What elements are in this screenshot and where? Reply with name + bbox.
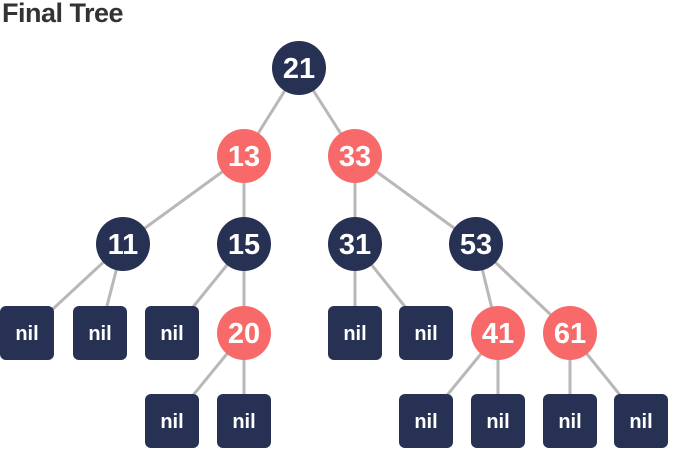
nil-box bbox=[543, 394, 597, 448]
node-label: 11 bbox=[108, 229, 139, 261]
black-node-circle bbox=[328, 217, 382, 271]
nil-leaf: nil bbox=[543, 394, 597, 448]
node-label: 13 bbox=[228, 141, 260, 173]
black-node-circle bbox=[96, 217, 150, 271]
node-label: nil bbox=[160, 411, 183, 433]
node-label: nil bbox=[88, 323, 111, 345]
node-label: nil bbox=[160, 323, 183, 345]
node-label: 21 bbox=[283, 53, 315, 85]
node-label: nil bbox=[629, 411, 652, 433]
nil-leaf: nil bbox=[614, 394, 668, 448]
node-label: 33 bbox=[339, 141, 371, 173]
node-label: nil bbox=[343, 323, 366, 345]
node-label: 31 bbox=[339, 229, 371, 261]
tree-node-41: 41 bbox=[471, 306, 525, 360]
node-label: nil bbox=[414, 411, 437, 433]
node-label: nil bbox=[15, 323, 38, 345]
node-label: 61 bbox=[554, 318, 586, 350]
nil-box bbox=[217, 394, 271, 448]
red-node-circle bbox=[217, 306, 271, 360]
nil-box bbox=[73, 306, 127, 360]
nil-leaf: nil bbox=[471, 394, 525, 448]
tree-node-21: 21 bbox=[272, 41, 326, 95]
node-label: 41 bbox=[482, 318, 514, 350]
nil-leaf: nil bbox=[145, 394, 199, 448]
nil-box bbox=[399, 306, 453, 360]
nil-leaf: nil bbox=[399, 306, 453, 360]
nil-box bbox=[614, 394, 668, 448]
red-node-circle bbox=[217, 129, 271, 183]
nil-box bbox=[328, 306, 382, 360]
nil-box bbox=[0, 306, 54, 360]
tree-node-31: 31 bbox=[328, 217, 382, 271]
nil-leaf: nil bbox=[217, 394, 271, 448]
red-node-circle bbox=[471, 306, 525, 360]
black-node-circle bbox=[449, 217, 503, 271]
nil-box bbox=[145, 306, 199, 360]
nil-leaf: nil bbox=[0, 306, 54, 360]
tree-node-53: 53 bbox=[449, 217, 503, 271]
tree-node-33: 33 bbox=[328, 129, 382, 183]
tree-node-61: 61 bbox=[543, 306, 597, 360]
black-node-circle bbox=[272, 41, 326, 95]
nil-leaf: nil bbox=[399, 394, 453, 448]
black-node-circle bbox=[217, 217, 271, 271]
node-label: nil bbox=[414, 323, 437, 345]
diagram-title: Final Tree bbox=[2, 0, 124, 28]
tree-node-20: 20 bbox=[217, 306, 271, 360]
nil-box bbox=[145, 394, 199, 448]
nil-box bbox=[471, 394, 525, 448]
tree-node-13: 13 bbox=[217, 129, 271, 183]
node-label: 15 bbox=[228, 229, 260, 261]
tree-node-15: 15 bbox=[217, 217, 271, 271]
node-label: 53 bbox=[460, 229, 492, 261]
red-node-circle bbox=[328, 129, 382, 183]
red-node-circle bbox=[543, 306, 597, 360]
tree-node-11: 11 bbox=[96, 217, 150, 271]
node-label: nil bbox=[558, 411, 581, 433]
nil-leaf: nil bbox=[328, 306, 382, 360]
nil-leaf: nil bbox=[145, 306, 199, 360]
node-label: nil bbox=[232, 411, 255, 433]
nil-leaf: nil bbox=[73, 306, 127, 360]
node-label: nil bbox=[486, 411, 509, 433]
node-label: 20 bbox=[228, 318, 260, 350]
nil-box bbox=[399, 394, 453, 448]
